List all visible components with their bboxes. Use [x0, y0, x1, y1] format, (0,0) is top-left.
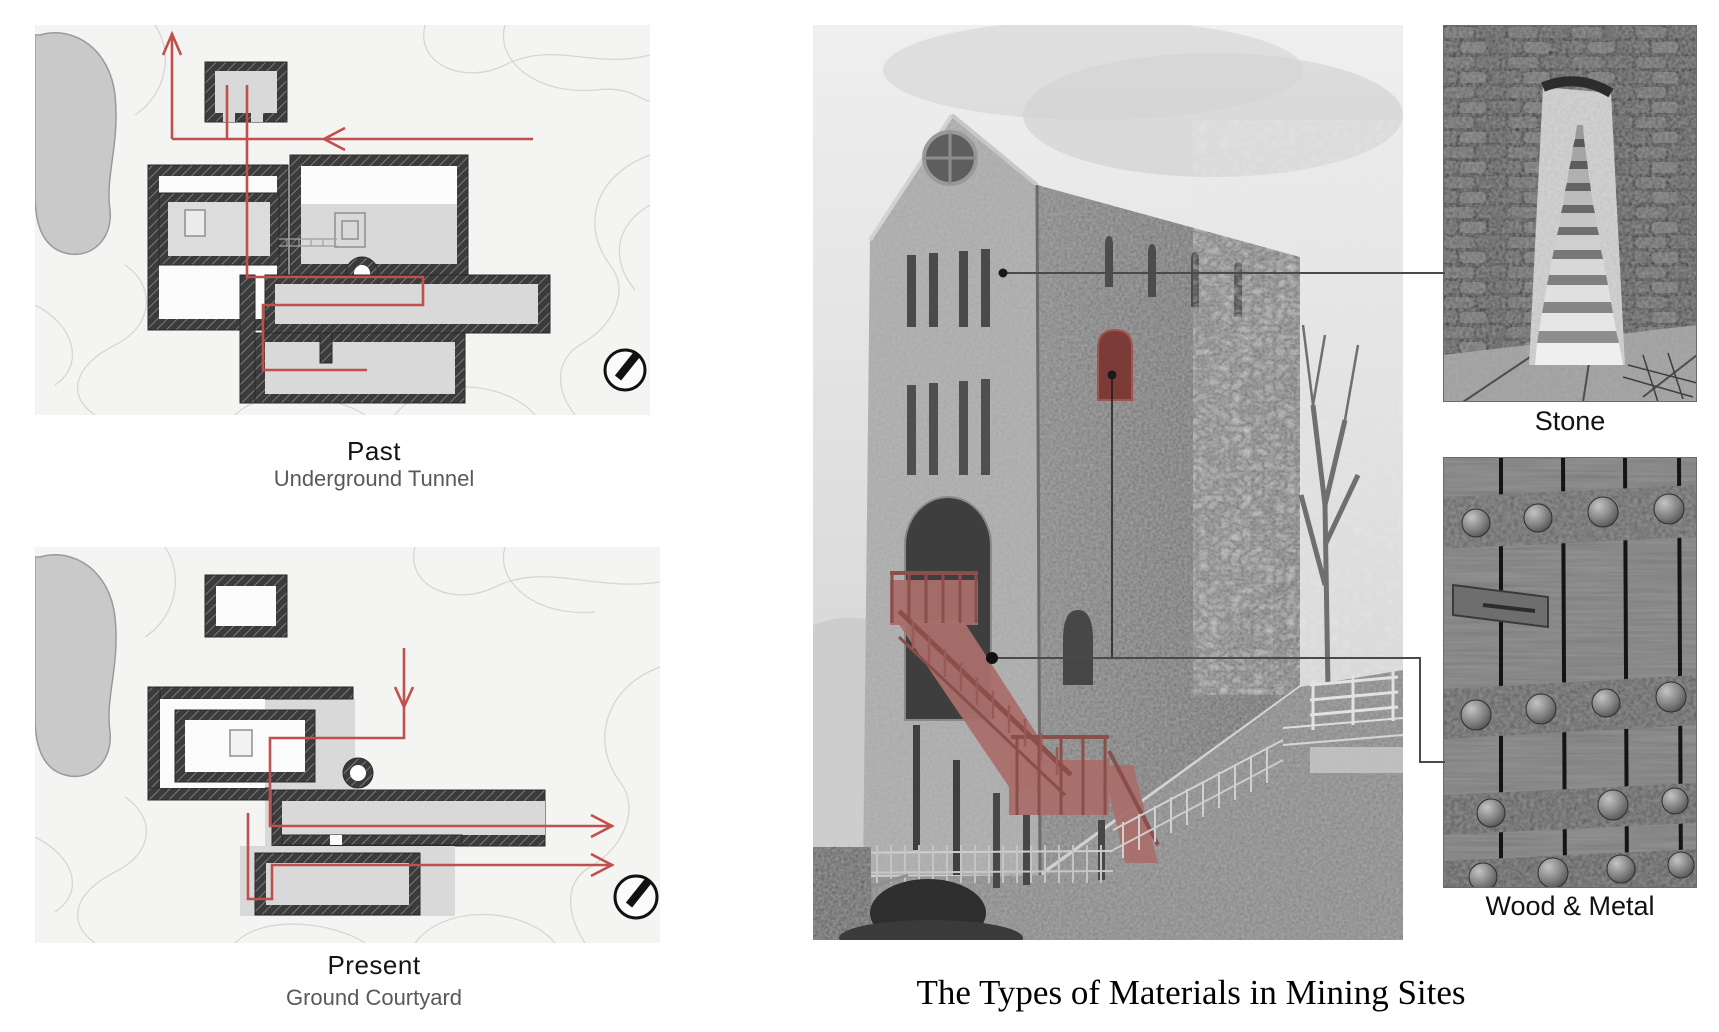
contour-lines — [35, 547, 660, 943]
site-plan-past — [35, 25, 650, 415]
rivets — [1460, 493, 1695, 888]
route-underground-tunnel — [161, 30, 533, 372]
cloud — [883, 25, 1303, 120]
compass-icon — [613, 874, 659, 920]
site-plan-present — [35, 547, 660, 943]
slit-windows-upper — [907, 249, 990, 327]
wood-metal-texture-image — [1443, 457, 1697, 888]
stone-wall-bits — [1310, 747, 1403, 773]
engine-house-photo — [813, 25, 1403, 940]
past-title: Past — [346, 436, 402, 466]
wood-metal-label: Wood & Metal — [1485, 891, 1655, 921]
compass-icon — [603, 348, 647, 392]
route-ground-courtyard — [246, 648, 615, 901]
recess-arch — [1541, 76, 1614, 98]
bush-shadow — [839, 920, 1023, 940]
metal-bands — [1443, 485, 1697, 888]
grate — [1622, 352, 1697, 402]
present-subtitle: Ground Courtyard — [285, 985, 463, 1010]
past-subtitle: Underground Tunnel — [273, 466, 475, 491]
red-arched-window — [1097, 328, 1133, 401]
stone-steps — [1535, 125, 1623, 365]
arched-niche — [1063, 610, 1093, 685]
stone-texture-image — [1443, 25, 1697, 402]
present-title: Present — [327, 950, 421, 980]
image-border — [1443, 25, 1697, 402]
slit-windows-lower — [907, 379, 990, 475]
plan-buildings — [147, 574, 546, 916]
board-caption: The Types of Materials in Mining Sites — [916, 973, 1466, 1012]
tree-trunk — [1298, 324, 1361, 691]
hedge — [813, 847, 871, 940]
terrain-blob — [35, 554, 117, 778]
terrain-blob — [35, 32, 117, 256]
stone-label: Stone — [1534, 406, 1606, 436]
round-window — [922, 130, 978, 186]
bare-trees — [1193, 120, 1403, 695]
roof-edge — [950, 113, 1039, 187]
